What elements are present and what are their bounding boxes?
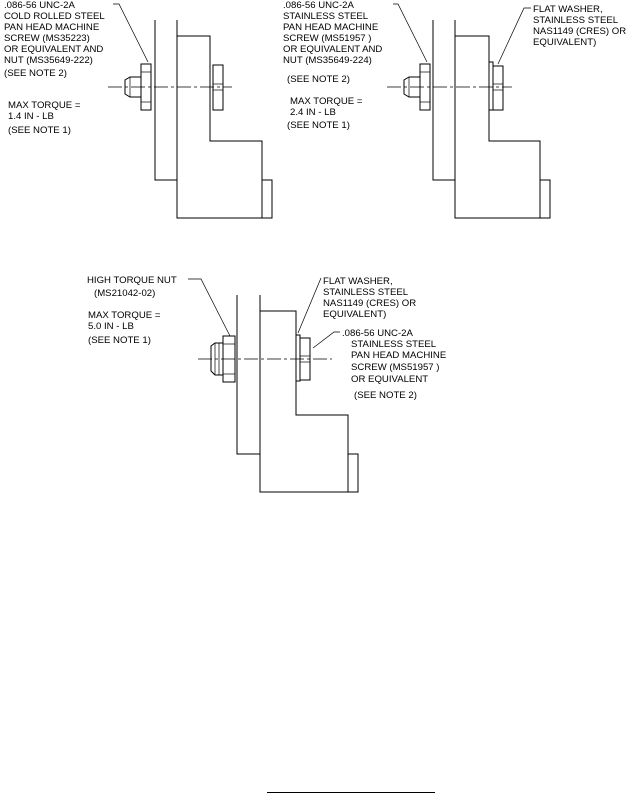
callout-c-screw-line: .086-56 UNC-2A bbox=[342, 328, 414, 339]
callout-b-left-line: (SEE NOTE 2) bbox=[287, 74, 350, 85]
torque-c-line: (SEE NOTE 1) bbox=[88, 335, 151, 346]
callout-c-washer-line: EQUIVALENT) bbox=[323, 309, 386, 320]
callout-c-nut-line: HIGH TORQUE NUT bbox=[87, 275, 177, 286]
callout-b-left-line: NUT (MS35649-224) bbox=[283, 55, 372, 66]
torque-b: MAX TORQUE = 2.4 IN - LB (SEE NOTE 1) bbox=[287, 96, 365, 131]
callout-b-right-line: EQUIVALENT) bbox=[533, 37, 596, 48]
figure-a: .086-56 UNC-2A COLD ROLLED STEEL PAN HEA… bbox=[4, 0, 273, 219]
torque-a-line: (SEE NOTE 1) bbox=[8, 125, 71, 136]
bracket-c bbox=[236, 295, 359, 493]
callout-c-screw-line: STAINLESS STEEL bbox=[351, 339, 437, 350]
callout-b-left-line: STAINLESS STEEL bbox=[283, 11, 369, 22]
page-footer-rule bbox=[267, 792, 435, 793]
callout-b-right-line: STAINLESS STEEL bbox=[533, 15, 619, 26]
torque-c-line: MAX TORQUE = bbox=[88, 310, 161, 321]
callout-a-line: NUT (MS35649-222) bbox=[4, 55, 93, 66]
callout-c-screw-line: PAN HEAD MACHINE bbox=[351, 350, 446, 361]
leader-a bbox=[113, 3, 149, 63]
callout-c-washer: FLAT WASHER, STAINLESS STEEL NAS1149 (CR… bbox=[323, 276, 419, 320]
torque-a: MAX TORQUE = 1.4 IN - LB (SEE NOTE 1) bbox=[8, 100, 83, 136]
torque-a-line: 1.4 IN - LB bbox=[8, 111, 54, 122]
torque-a-line: MAX TORQUE = bbox=[8, 100, 81, 111]
callout-c-washer-line: NAS1149 (CRES) OR bbox=[323, 298, 416, 309]
bracket-b bbox=[432, 20, 551, 219]
callout-b-right-line: NAS1149 (CRES) OR bbox=[533, 26, 626, 37]
washer-c bbox=[295, 334, 301, 382]
callout-b-left-line: .086-56 UNC-2A bbox=[283, 0, 355, 11]
callout-a: .086-56 UNC-2A COLD ROLLED STEEL PAN HEA… bbox=[4, 0, 107, 79]
leader-b-right bbox=[497, 7, 531, 65]
callout-c-screw-line: SCREW (MS51957 ) bbox=[351, 362, 440, 373]
callout-a-line: (SEE NOTE 2) bbox=[4, 68, 67, 79]
figure-b: .086-56 UNC-2A STAINLESS STEEL PAN HEAD … bbox=[283, 0, 629, 219]
callout-b-left: .086-56 UNC-2A STAINLESS STEEL PAN HEAD … bbox=[283, 0, 385, 85]
bracket-a bbox=[154, 20, 273, 219]
callout-c-screw-line: (SEE NOTE 2) bbox=[354, 390, 417, 401]
callout-b-left-line: OR EQUIVALENT AND bbox=[283, 44, 382, 55]
callout-c-nut: HIGH TORQUE NUT (MS21042-02) bbox=[87, 275, 179, 299]
screw-head-b bbox=[492, 65, 504, 111]
leader-c-screw bbox=[312, 331, 340, 349]
callout-a-line: COLD ROLLED STEEL bbox=[4, 11, 105, 22]
leader-c-washer bbox=[297, 277, 322, 334]
torque-c-line: 5.0 IN - LB bbox=[88, 321, 134, 332]
torque-c: MAX TORQUE = 5.0 IN - LB (SEE NOTE 1) bbox=[88, 310, 163, 346]
callout-c-screw: .086-56 UNC-2A STAINLESS STEEL PAN HEAD … bbox=[342, 328, 449, 401]
callout-c-washer-line: FLAT WASHER, bbox=[323, 276, 393, 287]
callout-a-line: SCREW (MS35223) bbox=[4, 33, 90, 44]
callout-a-line: OR EQUIVALENT AND bbox=[4, 44, 103, 55]
callout-b-right-line: FLAT WASHER, bbox=[533, 4, 603, 15]
callout-b-left-line: PAN HEAD MACHINE bbox=[283, 22, 378, 33]
torque-b-line: MAX TORQUE = bbox=[290, 96, 363, 107]
torque-b-line: (SEE NOTE 1) bbox=[287, 120, 350, 131]
leader-b-left bbox=[393, 3, 428, 63]
callout-c-washer-line: STAINLESS STEEL bbox=[323, 287, 409, 298]
figure-c: HIGH TORQUE NUT (MS21042-02) MAX TORQUE … bbox=[87, 275, 449, 493]
callout-b-left-line: SCREW (MS51957 ) bbox=[283, 33, 372, 44]
callout-a-line: .086-56 UNC-2A bbox=[4, 0, 76, 11]
torque-b-line: 2.4 IN - LB bbox=[290, 107, 336, 118]
leader-c-nut bbox=[188, 278, 231, 337]
screw-head-a bbox=[212, 64, 224, 111]
callout-c-nut-line: (MS21042-02) bbox=[94, 288, 155, 299]
washer-b bbox=[488, 61, 494, 111]
callout-a-line: PAN HEAD MACHINE bbox=[4, 22, 99, 33]
callout-c-screw-line: OR EQUIVALENT bbox=[351, 374, 428, 385]
callout-b-right: FLAT WASHER, STAINLESS STEEL NAS1149 (CR… bbox=[533, 4, 629, 48]
